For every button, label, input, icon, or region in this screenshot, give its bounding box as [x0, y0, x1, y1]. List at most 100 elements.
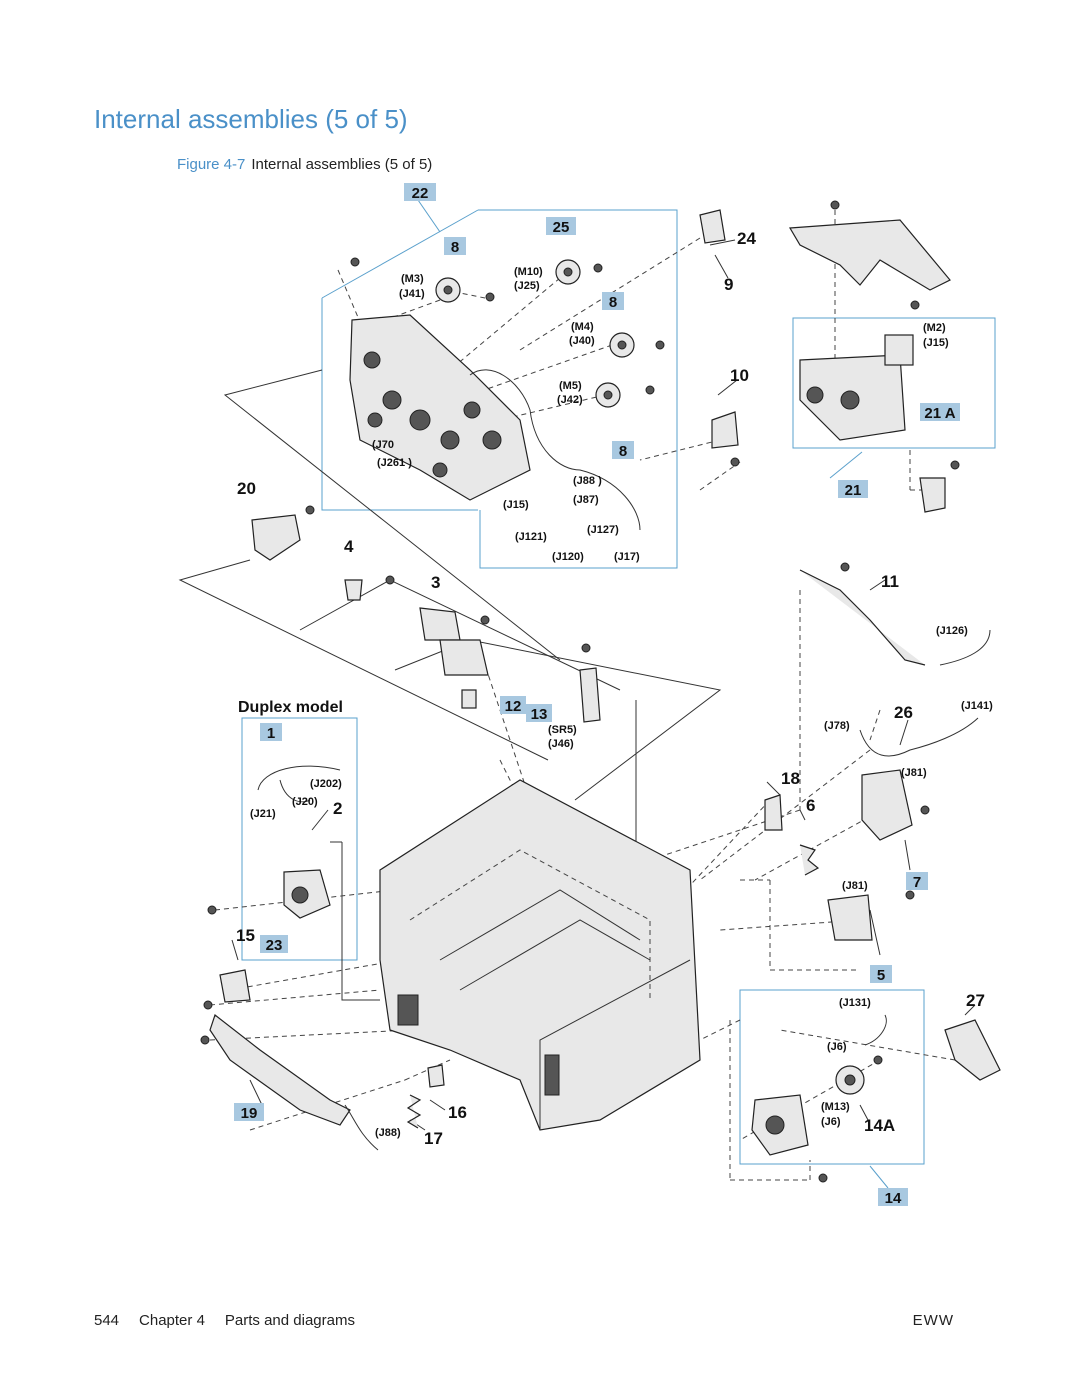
label-j127: (J127): [587, 524, 619, 536]
callout-21a: 21 A: [924, 405, 955, 422]
label-j120: (J120): [552, 551, 584, 563]
callout-9: 9: [724, 275, 733, 294]
part-13: [579, 667, 601, 723]
part-24: [788, 219, 951, 291]
part-20: [251, 514, 301, 561]
label-j6b: (J6): [821, 1116, 841, 1128]
callout-16: 16: [448, 1103, 467, 1122]
duplex-model-label: Duplex model: [238, 699, 343, 716]
label-j20: (J20): [292, 796, 318, 808]
label-j78: (J78): [824, 720, 850, 732]
screws: [200, 200, 960, 1183]
label-j87: (J87): [573, 494, 599, 506]
cable-26: [859, 717, 979, 757]
label-j15b: (J15): [923, 337, 949, 349]
figure-link[interactable]: Figure 4-7: [177, 156, 246, 173]
label-sr5: (SR5): [548, 724, 577, 736]
callout-11: 11: [881, 572, 899, 591]
cable-top: [469, 369, 641, 531]
boxed-callouts: 22 25 8 8 8 21 A 21 12 13 1 7 23 5 19 14: [234, 183, 960, 1207]
figure-title: Internal assemblies (5 of 5): [251, 156, 433, 173]
page-number: 544: [94, 1312, 120, 1329]
section-label: Parts and diagrams: [224, 1312, 355, 1329]
part-5: [827, 894, 873, 941]
callout-14: 14: [885, 1190, 902, 1207]
callout-25: 25: [553, 219, 570, 236]
label-m2: (M2): [923, 322, 946, 334]
cable-1: [257, 765, 341, 803]
callout-23: 23: [266, 937, 283, 954]
label-m13: (M13): [821, 1101, 850, 1113]
leader-lines: [178, 239, 976, 1131]
bracket-10: [711, 411, 739, 449]
parts: [200, 200, 1001, 1183]
callout-8b: 8: [609, 294, 617, 311]
label-j88a: (J88 ): [573, 475, 602, 487]
label-j17: (J17): [614, 551, 640, 563]
label-j42: (J42): [557, 394, 583, 406]
callout-8c: 8: [619, 443, 627, 460]
label-m5: (M5): [559, 380, 582, 392]
label-j6a: (J6): [827, 1041, 847, 1053]
label-j121: (J121): [515, 531, 547, 543]
callout-7: 7: [913, 874, 921, 891]
callout-26: 26: [894, 703, 913, 722]
callout-1: 1: [267, 725, 275, 742]
callout-18: 18: [781, 769, 800, 788]
callout-13: 13: [531, 706, 548, 723]
part-12: [461, 689, 477, 709]
part-17: [427, 1064, 445, 1088]
callout-8a: 8: [451, 239, 459, 256]
callout-27: 27: [966, 991, 985, 1010]
label-j25: (J25): [514, 280, 540, 292]
callout-2: 2: [333, 799, 342, 818]
page-footer-left: 544 Chapter 4 Parts and diagrams: [94, 1312, 375, 1329]
chapter-label: Chapter 4: [139, 1312, 205, 1329]
cable-11: [799, 569, 926, 666]
part-15: [219, 969, 251, 1003]
bracket-21: [919, 477, 946, 513]
callout-20: 20: [237, 479, 256, 498]
callout-6: 6: [806, 796, 815, 815]
label-j141: (J141): [961, 700, 993, 712]
label-j126: (J126): [936, 625, 968, 637]
plain-callouts: 24 9 10 20 4 3 11 26 18 6 2 15 27 14A 16…: [236, 229, 985, 1148]
assembly-frames: [241, 199, 996, 1189]
cable-j126: [939, 629, 991, 666]
part-3: [419, 607, 461, 641]
spring-6: [799, 844, 820, 876]
bracket-9: [699, 209, 726, 244]
doc-code: EWW: [912, 1312, 954, 1329]
connector-labels: (M3) (J41) (M10) (J25) (M4) (J40) (M5) (…: [250, 266, 993, 1139]
figure-caption: Figure 4-7 Internal assemblies (5 of 5): [177, 156, 432, 173]
callout-24: 24: [737, 229, 756, 248]
label-j15a: (J15): [503, 499, 529, 511]
part-3b: [439, 639, 489, 676]
callout-21: 21: [845, 482, 862, 499]
cable-j131: [864, 1014, 887, 1046]
label-j81a: (J81): [901, 767, 927, 779]
callout-15: 15: [236, 926, 255, 945]
label-j21: (J21): [250, 808, 276, 820]
part-18: [764, 794, 783, 831]
callout-19: 19: [241, 1105, 258, 1122]
label-m3: (M3): [401, 273, 424, 285]
callout-22: 22: [412, 185, 429, 202]
callout-4: 4: [344, 537, 354, 556]
label-j81b: (J81): [842, 880, 868, 892]
label-j41: (J41): [399, 288, 425, 300]
callout-12: 12: [505, 698, 522, 715]
assembly-7: [861, 769, 913, 841]
motor-m2: [884, 334, 914, 366]
drive-assembly-22: [349, 314, 531, 501]
guide-19: [209, 1014, 351, 1126]
page-heading: Internal assemblies (5 of 5): [94, 104, 408, 134]
label-j46: (J46): [548, 738, 574, 750]
callout-5: 5: [877, 967, 885, 984]
part-4: [344, 579, 363, 601]
label-j70: (J70: [372, 439, 394, 451]
part-27: [944, 1019, 1001, 1081]
label-j40: (J40): [569, 335, 595, 347]
callout-3: 3: [431, 573, 440, 592]
